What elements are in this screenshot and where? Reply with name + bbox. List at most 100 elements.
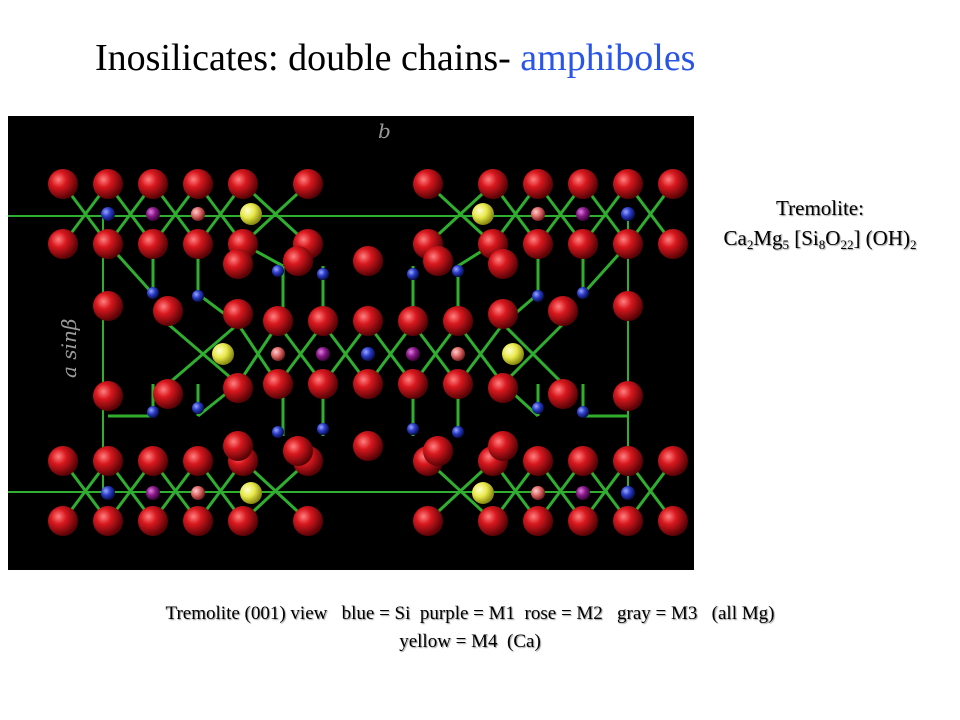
si-atom (407, 423, 419, 435)
si-atom (577, 406, 589, 418)
m1-atom (406, 347, 420, 361)
oxygen-atom (398, 369, 428, 399)
unit-cell-frame (8, 215, 629, 493)
oxygen-atom (353, 369, 383, 399)
oxygen-atom (523, 446, 553, 476)
m2-atom (191, 207, 205, 221)
oxygen-atom (658, 506, 688, 536)
oxygen-atom (183, 506, 213, 536)
oxygen-atom (523, 506, 553, 536)
si-atom (532, 290, 544, 302)
oxygen-atom (183, 169, 213, 199)
oxygen-atom (183, 446, 213, 476)
oxygen-atom (488, 373, 518, 403)
oxygen-atom (613, 381, 643, 411)
oxygen-atom (48, 229, 78, 259)
atoms-layer (48, 169, 688, 536)
oxygen-atom (353, 306, 383, 336)
oxygen-atom (153, 379, 183, 409)
oxygen-atom (308, 369, 338, 399)
oxygen-atom (398, 306, 428, 336)
tremolite-formula: Ca2Mg5 [Si8O22] (OH)2 (723, 226, 917, 252)
oxygen-atom (523, 169, 553, 199)
crystal-structure-image: b a sinβ (8, 116, 694, 570)
oxygen-atom (48, 446, 78, 476)
oxygen-atom (138, 446, 168, 476)
oxygen-atom (48, 506, 78, 536)
oxygen-atom (488, 249, 518, 279)
oxygen-atom (138, 229, 168, 259)
si-atom (272, 426, 284, 438)
bond (501, 322, 565, 386)
oxygen-atom (443, 306, 473, 336)
m4-atom (240, 203, 262, 225)
formula-label: Tremolite: (776, 196, 864, 220)
m4-atom (472, 482, 494, 504)
si-atom (317, 268, 329, 280)
oxygen-atom (478, 506, 508, 536)
oxygen-atom (138, 169, 168, 199)
formula-block: Tremolite: Ca2Mg5 [Si8O22] (OH)2 (690, 193, 950, 253)
si-atom (147, 287, 159, 299)
oxygen-atom (568, 506, 598, 536)
oxygen-atom (413, 506, 443, 536)
oxygen-atom (293, 169, 323, 199)
axis-label-a: a sinβ (57, 319, 81, 378)
si-atom (452, 426, 464, 438)
m2-atom (451, 347, 465, 361)
oxygen-atom (423, 436, 453, 466)
oxygen-atom (228, 506, 258, 536)
si-atom (532, 402, 544, 414)
oxygen-atom (658, 229, 688, 259)
caption-line-1: Tremolite (001) view blue = Si purple = … (165, 603, 775, 624)
oxygen-atom (308, 306, 338, 336)
oxygen-atom (153, 296, 183, 326)
oxygen-atom (93, 169, 123, 199)
oxygen-atom (353, 431, 383, 461)
oxygen-atom (613, 229, 643, 259)
oxygen-atom (413, 169, 443, 199)
oxygen-atom (93, 381, 123, 411)
oxygen-atom (568, 446, 598, 476)
oxygen-atom (283, 246, 313, 276)
oxygen-atom (568, 229, 598, 259)
si-atom (192, 402, 204, 414)
slide-title: Inosilicates: double chains- amphiboles (95, 36, 695, 80)
m4-atom (472, 203, 494, 225)
figure-caption: Tremolite (001) view blue = Si purple = … (0, 600, 940, 656)
oxygen-atom (523, 229, 553, 259)
oxygen-atom (658, 446, 688, 476)
m1-atom (146, 486, 160, 500)
m1-atom (146, 207, 160, 221)
si-atom (101, 486, 115, 500)
caption-line-2: yellow = M4 (Ca) (399, 631, 541, 652)
si-atom (192, 290, 204, 302)
oxygen-atom (548, 296, 578, 326)
m2-atom (271, 347, 285, 361)
bond (167, 322, 239, 386)
oxygen-atom (223, 431, 253, 461)
oxygen-atom (283, 436, 313, 466)
title-accent: amphiboles (520, 37, 696, 79)
si-atom (101, 207, 115, 221)
oxygen-atom (138, 506, 168, 536)
oxygen-atom (263, 306, 293, 336)
m1-atom (316, 347, 330, 361)
si-atom (147, 406, 159, 418)
oxygen-atom (613, 446, 643, 476)
title-main: Inosilicates: double chains- (95, 37, 521, 79)
m1-atom (576, 486, 590, 500)
oxygen-atom (48, 169, 78, 199)
si-atom (452, 265, 464, 277)
oxygen-atom (223, 373, 253, 403)
oxygen-atom (613, 169, 643, 199)
si-atom (621, 207, 635, 221)
axis-label-b: b (378, 119, 391, 143)
m2-atom (531, 486, 545, 500)
oxygen-atom (423, 246, 453, 276)
oxygen-atom (223, 299, 253, 329)
oxygen-atom (223, 249, 253, 279)
m1-atom (576, 207, 590, 221)
m4-atom (212, 343, 234, 365)
si-atom (317, 423, 329, 435)
